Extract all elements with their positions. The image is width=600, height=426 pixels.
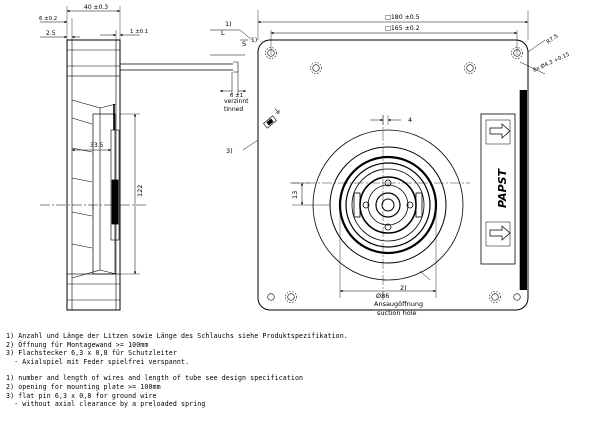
label-note-2: 2) (400, 284, 407, 292)
note-en-3: 3) flat pin 6,3 x 0,8 for ground wire (6, 391, 157, 400)
notes-german: 1) Anzahl und Länge der Litzen sowie Län… (6, 332, 596, 366)
mounting-holes (265, 47, 523, 303)
technical-drawing: 40 ±0.3 6 ±0.2 2.5 1 ±0.1 33.5 122 1) L … (39, 4, 571, 317)
label-L: L (221, 29, 225, 37)
note-en-4: - without axial clearance by a preloaded… (6, 400, 206, 409)
note-de-1: 1) Anzahl und Länge der Litzen sowie Län… (6, 332, 348, 340)
notes-block: 1) Anzahl und Länge der Litzen sowie Län… (6, 332, 596, 409)
dim-height-122: 122 (136, 185, 144, 197)
notes-gap (6, 366, 596, 374)
dim-tab-1: 1 ±0.1 (130, 29, 148, 35)
dim-corner-radius: R7.5 (546, 33, 560, 45)
dim-outer-180: □180 ±0.5 (385, 14, 420, 21)
dim-offset-6: 6 ±0.2 (39, 16, 57, 22)
notes-english: 1) number and length of wires and length… (6, 374, 596, 408)
note-de-4: - Axialspiel mit Feder spielfrei verspan… (6, 357, 190, 366)
dim-pitch-165: □165 ±0.2 (385, 25, 420, 32)
wire-note-verzinnt: verzinnt (224, 98, 249, 105)
wire-dim-6: 6 ±1 (230, 93, 243, 99)
ground-symbol-icon: ⏚ (272, 105, 284, 117)
brand-logo: PAPST (496, 167, 509, 208)
dim-inner-2-5: 2.5 (46, 30, 56, 37)
front-view (257, 10, 546, 311)
note-en-2: 2) opening for mounting plate >= 100mm (6, 382, 161, 391)
wire-note-tinned: tinned (224, 106, 243, 113)
wire-callouts (210, 29, 259, 151)
label-S: S (242, 40, 246, 48)
label-note-1-top: 1) (225, 20, 232, 28)
dim-offset-13: 13 (291, 191, 299, 199)
label-note-1-s: 1) (251, 37, 257, 44)
suction-note-en: suction hole (377, 309, 417, 317)
dim-overall-40: 40 ±0.3 (84, 4, 108, 11)
side-view (40, 6, 245, 311)
note-en-1: 1) number and length of wires and length… (6, 374, 304, 383)
dim-hub-33-5: 33.5 (90, 142, 104, 149)
dim-offset-4: 4 (408, 116, 412, 124)
dim-hole-diameter: 8x Ø4.3 +0.15 (532, 51, 571, 74)
note-de-3: 3) Flachstecker 6,3 x 0,8 für Schutzleit… (6, 349, 177, 358)
note-de-2: 2) Öffnung für Montagewand >= 100mm (6, 340, 149, 349)
dim-hole-dia-86: Ø86 (376, 292, 389, 300)
label-note-3: 3) (226, 147, 233, 155)
suction-note-de: Ansaugöffnung (374, 300, 423, 308)
